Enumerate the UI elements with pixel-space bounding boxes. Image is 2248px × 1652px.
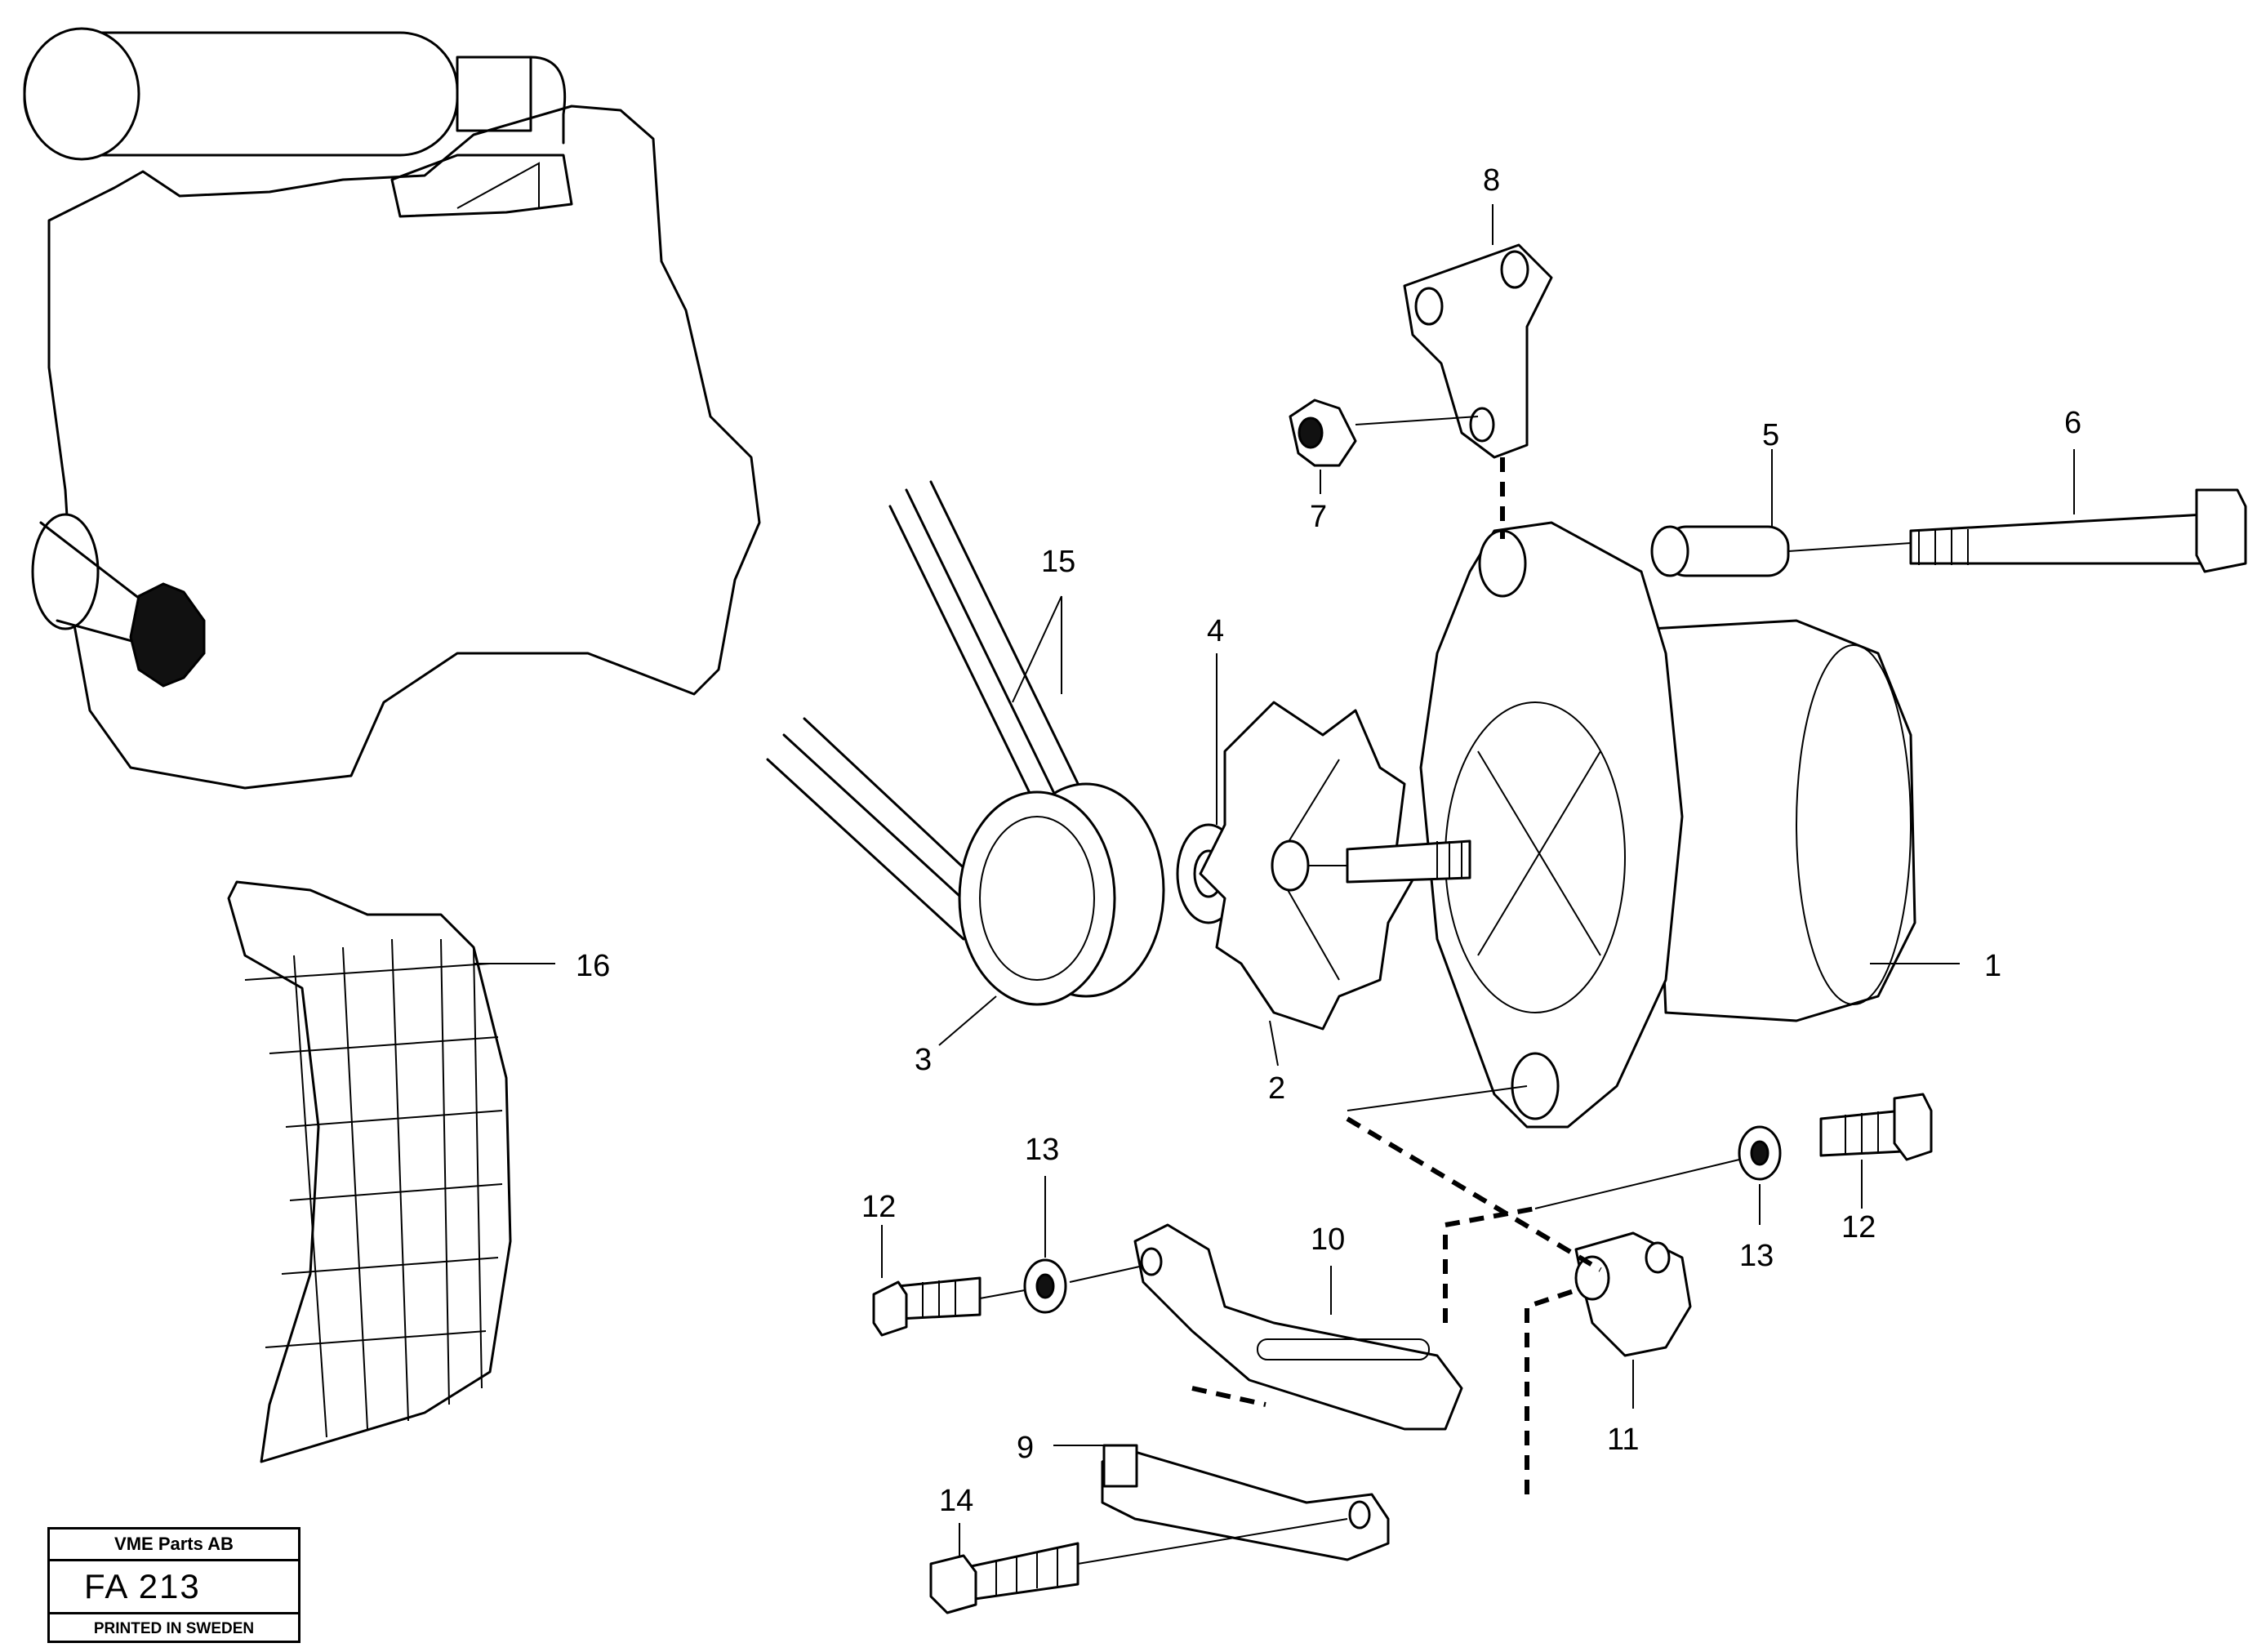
alternator bbox=[1346, 521, 1916, 1129]
callout-5: 5 bbox=[1762, 418, 1779, 452]
callout-13-right: 13 bbox=[1739, 1239, 1774, 1273]
callout-10: 10 bbox=[1311, 1222, 1345, 1257]
pulley bbox=[958, 782, 1165, 1006]
strap-plate bbox=[1101, 1444, 1390, 1561]
spacer bbox=[1650, 525, 1790, 577]
washer-left bbox=[1023, 1258, 1067, 1314]
long-bolt bbox=[1909, 488, 2247, 573]
callout-labels: 1 2 3 4 5 6 7 8 9 10 11 12 12 13 13 14 1… bbox=[576, 163, 2081, 1518]
bolt-left bbox=[872, 1276, 982, 1337]
nut bbox=[1289, 399, 1357, 467]
callout-3: 3 bbox=[915, 1043, 932, 1077]
drawing-code: FA 213 bbox=[50, 1561, 298, 1614]
bracket-top bbox=[1403, 243, 1553, 459]
callout-14: 14 bbox=[939, 1484, 973, 1518]
bolt-bottom bbox=[929, 1542, 1079, 1614]
title-block: VME Parts AB FA 213 PRINTED IN SWEDEN bbox=[47, 1527, 300, 1643]
engine-overview bbox=[23, 27, 761, 790]
callout-7: 7 bbox=[1310, 500, 1327, 534]
callout-8: 8 bbox=[1483, 163, 1500, 198]
callout-6: 6 bbox=[2064, 406, 2081, 440]
callout-2: 2 bbox=[1268, 1071, 1285, 1106]
callout-15: 15 bbox=[1041, 545, 1075, 579]
company-name: VME Parts AB bbox=[50, 1530, 298, 1561]
callout-13-left: 13 bbox=[1025, 1133, 1059, 1167]
callout-1: 1 bbox=[1984, 949, 2001, 983]
printed-in: PRINTED IN SWEDEN bbox=[93, 1620, 255, 1637]
callout-16: 16 bbox=[576, 949, 610, 983]
callout-4: 4 bbox=[1207, 614, 1224, 648]
callout-12-right: 12 bbox=[1841, 1210, 1876, 1245]
callout-12-left: 12 bbox=[861, 1190, 896, 1224]
callout-11: 11 bbox=[1607, 1423, 1639, 1457]
callout-9: 9 bbox=[1017, 1431, 1034, 1465]
grille-guard bbox=[227, 880, 512, 1463]
washer-right bbox=[1738, 1125, 1782, 1181]
clip bbox=[1574, 1231, 1692, 1357]
bolt-right bbox=[1819, 1093, 1933, 1161]
leader-lines bbox=[474, 204, 2075, 1556]
adjusting-strap bbox=[1133, 1223, 1463, 1431]
assembly-lines bbox=[979, 416, 1912, 1565]
